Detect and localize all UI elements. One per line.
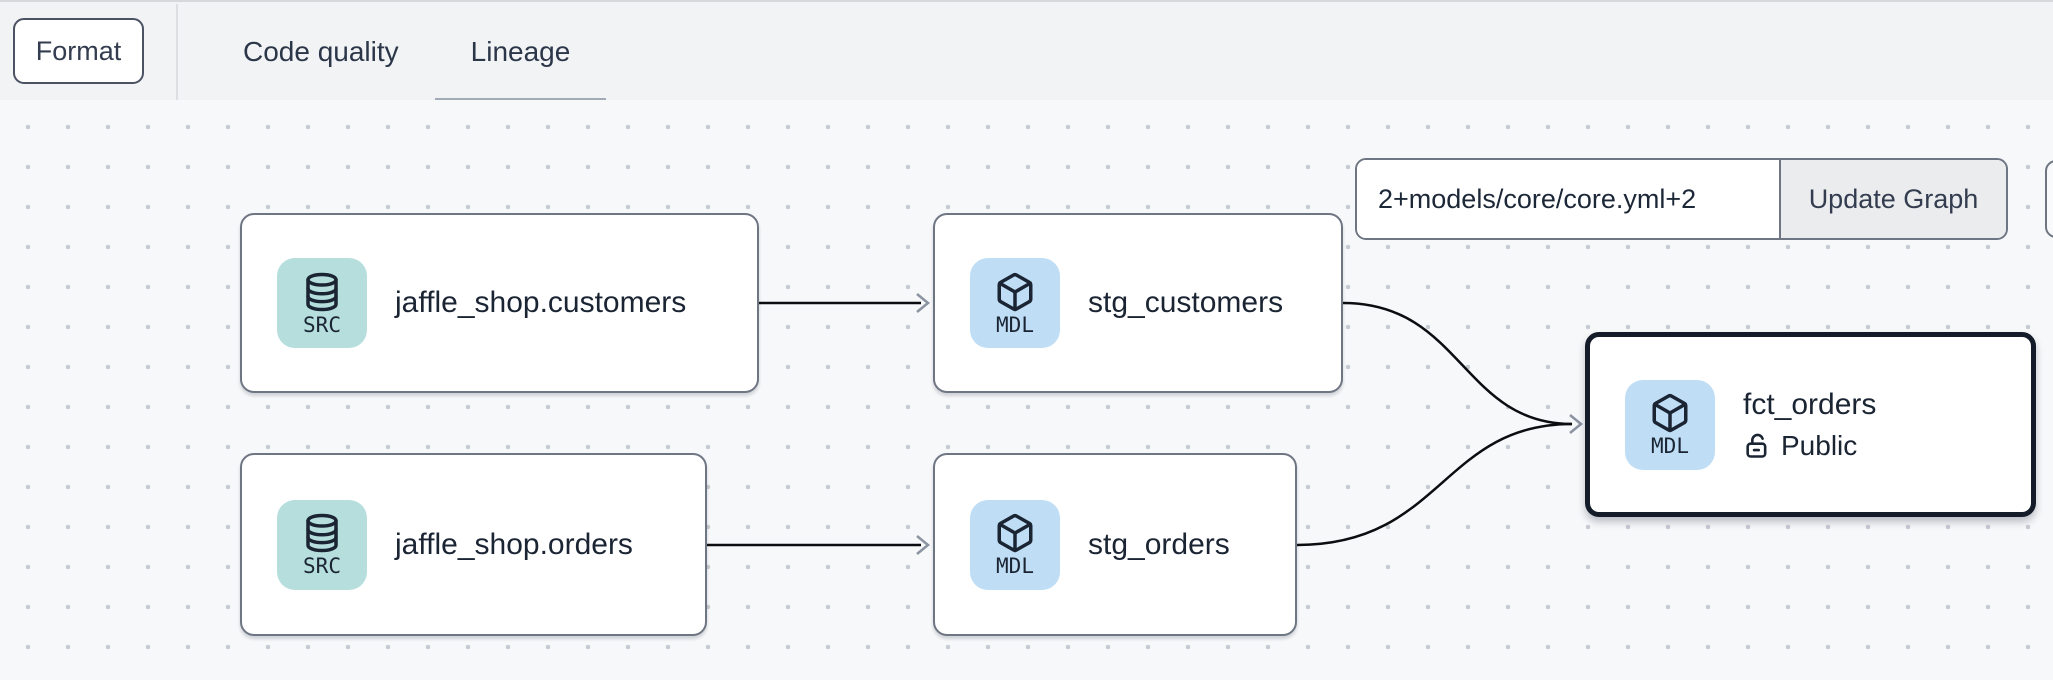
unlock-icon [1746, 433, 1767, 458]
edges-layer [707, 293, 1583, 555]
node-fct-orders[interactable]: MDL fct_orders Public [1585, 332, 2036, 517]
node-label: jaffle_shop.customers [395, 286, 687, 319]
database-icon [306, 513, 338, 553]
source-badge: SRC [277, 499, 367, 590]
access-label: Public [1781, 429, 1858, 461]
edge-stg-customers-to-fct-orders [1342, 301, 1573, 426]
tab-lineage[interactable]: Lineage [434, 2, 607, 105]
arrowhead-icon [916, 535, 930, 555]
node-label: stg_orders [1088, 527, 1230, 561]
database-icon [306, 272, 338, 311]
edge-stg-orders-to-fct-orders [1296, 422, 1573, 547]
node-stg-customers[interactable]: MDL stg_customers [933, 213, 1343, 393]
selector-input[interactable]: 2+models/core/core.yml+2 [1357, 160, 1779, 238]
source-badge: SRC [277, 258, 367, 348]
lineage-canvas[interactable]: SRC jaffle_shop.customers MDL stg_custom… [0, 100, 2053, 680]
badge-type-label: MDL [996, 554, 1034, 578]
lineage-selector-toolbar: 2+models/core/core.yml+2 Update Graph [1355, 158, 2008, 240]
node-jaffle-shop-orders[interactable]: SRC jaffle_shop.orders [240, 453, 707, 636]
node-jaffle-shop-customers[interactable]: SRC jaffle_shop.customers [240, 213, 759, 393]
update-graph-button[interactable]: Update Graph [1779, 160, 2006, 238]
node-label: jaffle_shop.orders [395, 527, 633, 561]
cube-icon [1652, 393, 1688, 433]
topbar-divider [176, 4, 178, 100]
badge-type-label: SRC [303, 554, 341, 578]
model-badge: MDL [970, 258, 1060, 348]
badge-type-label: SRC [303, 312, 341, 337]
model-badge: MDL [970, 499, 1060, 590]
tab-bar: Code quality Lineage [207, 2, 607, 105]
node-label: fct_orders [1743, 387, 1877, 421]
badge-type-label: MDL [996, 312, 1034, 337]
cube-icon [997, 272, 1033, 311]
access-row: Public [1743, 430, 1876, 462]
offscreen-control-sliver[interactable] [2045, 160, 2053, 238]
model-badge: MDL [1625, 379, 1715, 470]
format-button[interactable]: Format [13, 18, 144, 84]
arrowhead-icon [1569, 414, 1583, 434]
node-meta: fct_orders Public [1743, 388, 1876, 462]
arrowhead-icon [916, 293, 930, 313]
cube-icon [997, 513, 1033, 553]
tab-code-quality[interactable]: Code quality [243, 36, 399, 67]
top-bar: Format Code quality Lineage [0, 0, 2053, 105]
node-stg-orders[interactable]: MDL stg_orders [933, 453, 1297, 636]
node-label: stg_customers [1088, 286, 1284, 319]
badge-type-label: MDL [1651, 434, 1689, 458]
